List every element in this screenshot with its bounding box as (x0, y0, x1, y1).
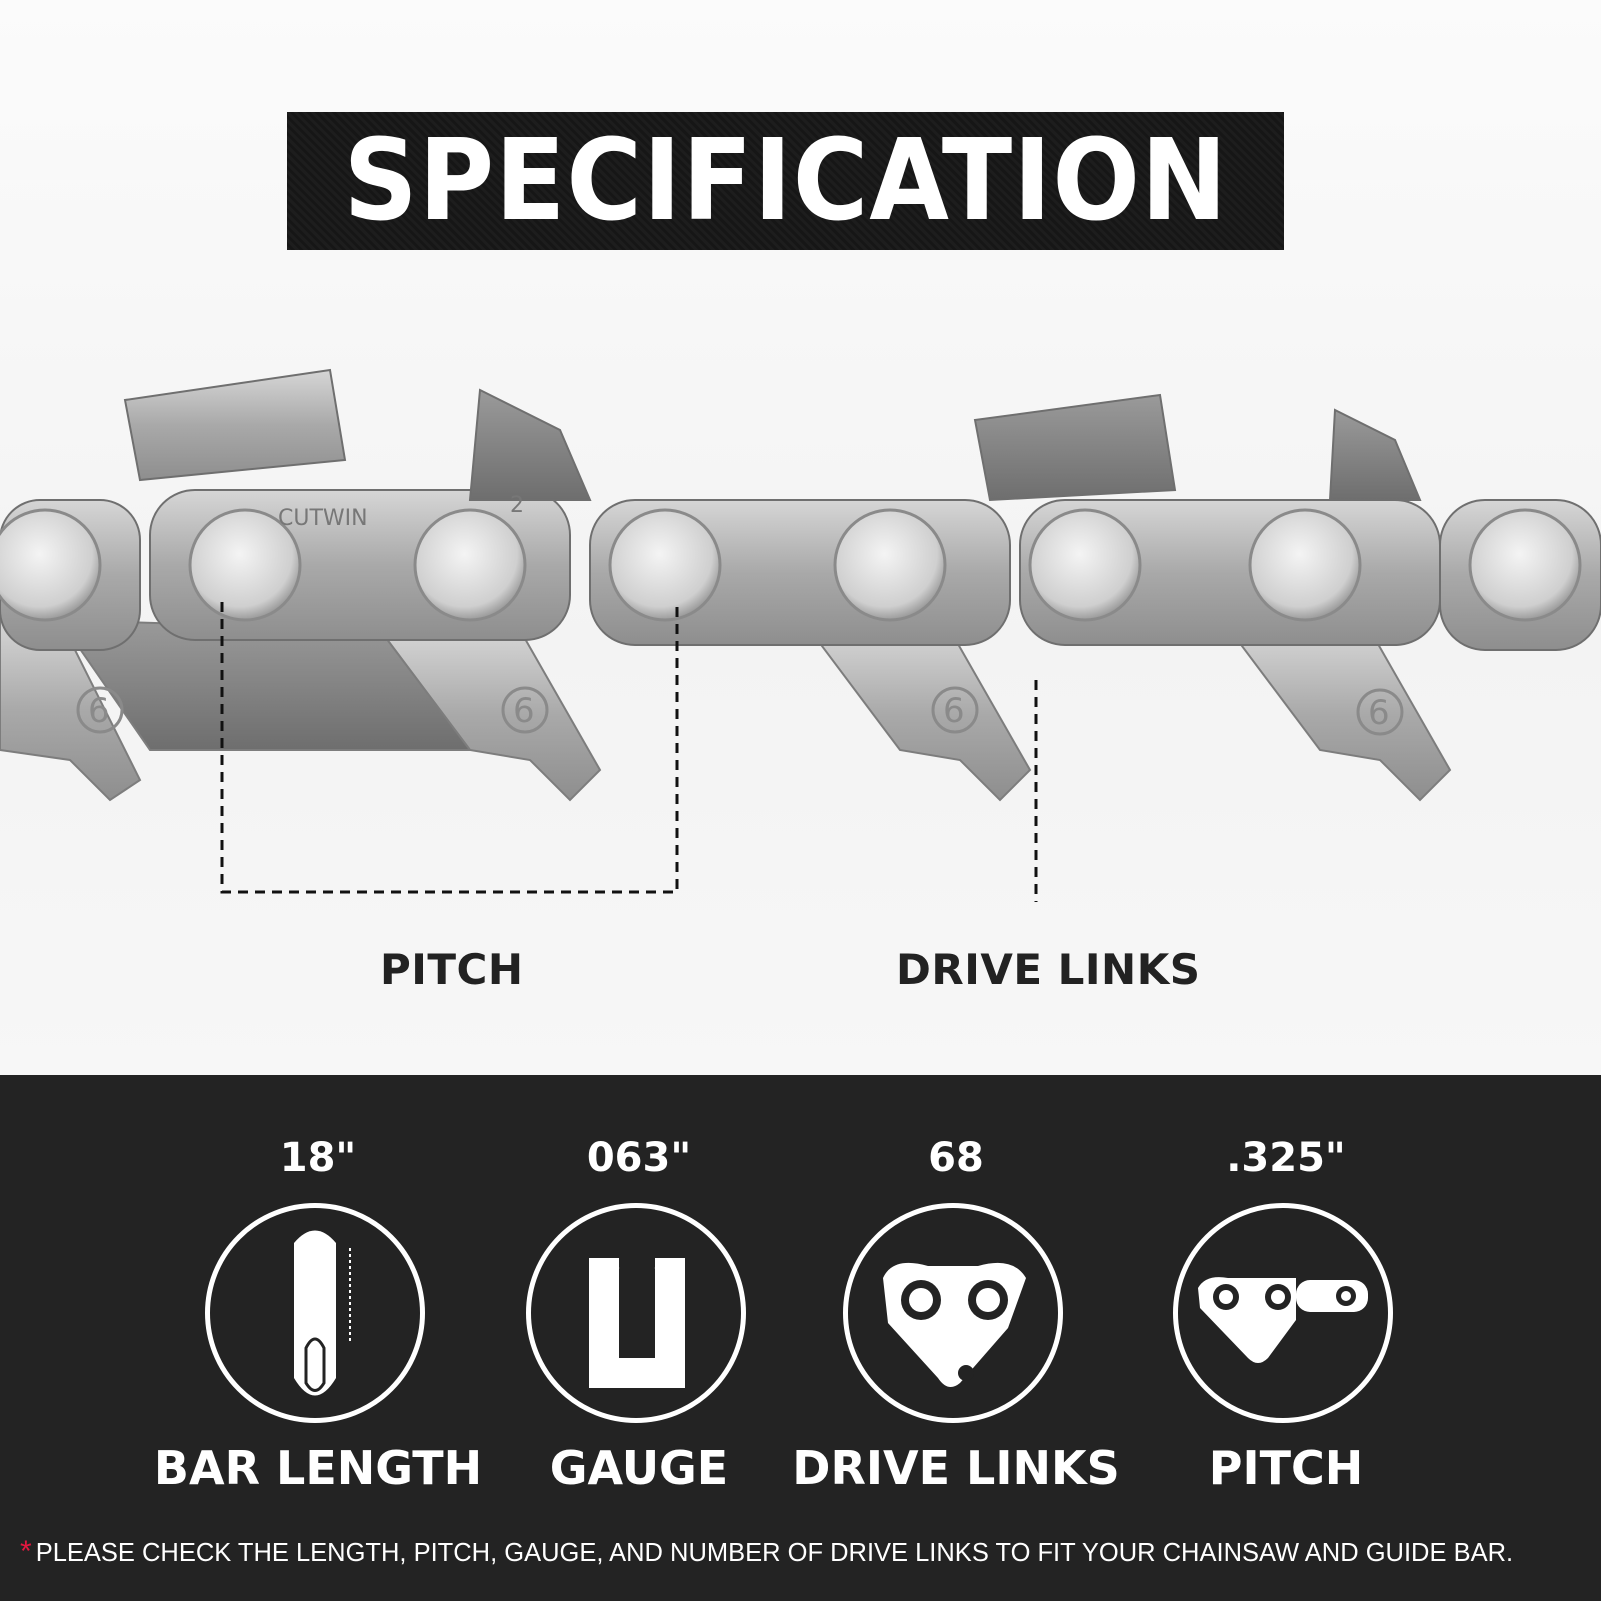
drive-link-fins (0, 618, 1452, 802)
pitch-annotation-label: PITCH (380, 945, 524, 994)
drive-links-annotation-label: DRIVE LINKS (896, 945, 1201, 994)
spec-label-bar-length: BAR LENGTH (153, 1441, 483, 1495)
link-marking-2: 6 (513, 691, 535, 731)
page-title: SPECIFICATION (343, 116, 1228, 246)
cutter-number: 2 (510, 493, 524, 518)
rivets (0, 508, 1582, 622)
spec-label-drive-links: DRIVE LINKS (792, 1441, 1120, 1495)
spec-label-pitch: PITCH (1208, 1441, 1364, 1495)
spec-value-pitch: .325" (1226, 1135, 1346, 1181)
drive-link-icon (843, 1203, 1063, 1423)
asterisk-icon: * (20, 1535, 32, 1568)
spec-panel: 18" BAR LENGTH 063" GAUGE 68 (0, 1075, 1601, 1601)
link-markings (76, 686, 1404, 736)
pitch-icon (1173, 1203, 1393, 1423)
pitch-bracket (220, 602, 679, 894)
brand-stamp: CUTWIN (278, 506, 368, 531)
link-marking-4: 6 (1368, 693, 1390, 733)
link-marking-3: 6 (943, 691, 965, 731)
spec-value-drive-links: 68 (928, 1135, 984, 1181)
spec-value-bar-length: 18" (279, 1135, 357, 1181)
chain-illustration: 6 6 6 6 CUTWIN 2 (0, 368, 1601, 902)
bar-length-icon (205, 1203, 425, 1423)
compatibility-note-text: PLEASE CHECK THE LENGTH, PITCH, GAUGE, A… (35, 1539, 1514, 1567)
spec-value-gauge: 063" (586, 1135, 692, 1181)
gauge-icon (526, 1203, 746, 1423)
spec-label-gauge: GAUGE (549, 1441, 729, 1495)
link-marking-1: 6 (88, 691, 110, 731)
title-banner: SPECIFICATION (287, 112, 1284, 250)
cutter-teeth (123, 368, 1422, 502)
compatibility-note: *PLEASE CHECK THE LENGTH, PITCH, GAUGE, … (20, 1535, 1590, 1569)
